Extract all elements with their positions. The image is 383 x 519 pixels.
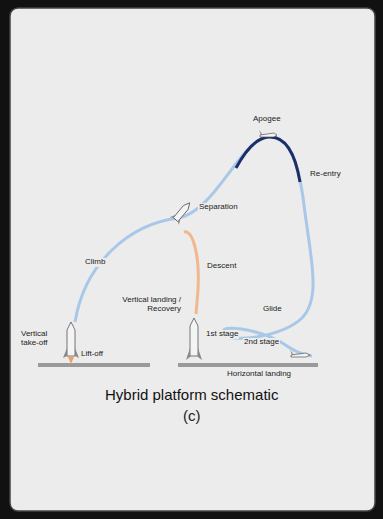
orbit-trajectory	[75, 137, 313, 356]
recovery-label: Vertical landing / Recovery	[100, 296, 182, 314]
figure-caption: Hybrid platform schematic	[105, 386, 278, 403]
landing-ground	[178, 363, 318, 367]
apogee-arc	[236, 137, 300, 182]
landing-shuttle	[290, 350, 310, 357]
stage-label: 1st stage	[205, 330, 239, 339]
liftoff-label: Lift-off	[80, 350, 104, 359]
stage-label: 2nd stage	[243, 338, 280, 347]
apogee-label: Apogee	[252, 115, 282, 124]
climb-label: Climb	[84, 258, 106, 267]
landing-label: Horizontal landing	[226, 370, 292, 379]
descent-trajectory	[184, 232, 198, 314]
apogee-shuttle	[259, 130, 277, 137]
launch-rocket	[63, 322, 79, 364]
takeoff-label: Vertical take-off	[20, 330, 64, 348]
separation-label: Separation	[198, 203, 239, 212]
panel	[10, 8, 375, 511]
descent-label: Descent	[206, 262, 237, 271]
reentry-label: Re-entry	[309, 170, 342, 179]
panel-letter: (c)	[182, 408, 202, 425]
launch-ground	[38, 363, 150, 367]
separating-rocket	[170, 199, 195, 225]
landing-rocket	[186, 318, 202, 360]
glide-label: Glide	[262, 305, 283, 314]
